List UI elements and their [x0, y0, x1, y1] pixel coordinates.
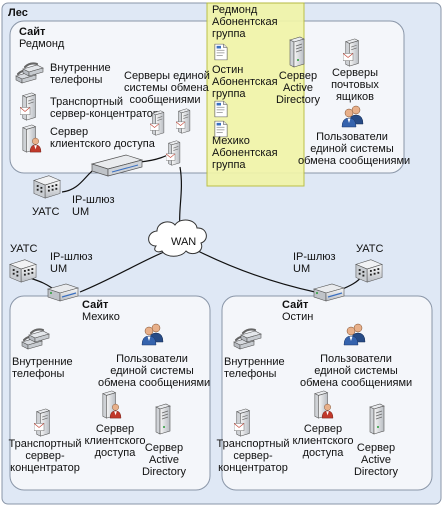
austin-ip-gateway-icon — [312, 281, 346, 303]
dial-plan-austin-doc-icon — [214, 100, 228, 118]
redmond-um-users-label: Пользователи единой системы обмена сообщ… — [298, 131, 411, 167]
redmond-transport-server-icon — [20, 92, 40, 121]
mexico-site-title: Сайт — [82, 299, 109, 311]
redmond-transport-server-label: Транспортный сервер-концентратор — [50, 96, 160, 120]
redmond-switch — [90, 154, 144, 177]
austin-site-title: Сайт — [282, 299, 309, 311]
dial-plan-austin-label: Остин Абонентская группа — [212, 64, 278, 100]
redmond-um-server-2-icon — [176, 106, 194, 136]
redmond-mailbox-servers-label: Серверы почтовых ящиков — [331, 67, 379, 103]
mexico-client-access-server-label: Сервер клиентского доступа — [84, 423, 146, 459]
mexico-ad-server-icon — [152, 403, 172, 435]
link-wan-mexico — [79, 251, 165, 293]
austin-pbx-icon — [354, 256, 384, 284]
mexico-phones-icon — [20, 326, 50, 352]
mexico-ip-gateway-icon — [46, 281, 80, 303]
mexico-pbx-label: УАТС — [10, 243, 38, 255]
austin-site-name: Остин — [282, 311, 314, 323]
link-mexico-pbx-gateway — [29, 277, 53, 289]
redmond-um-server-1-icon — [150, 108, 168, 138]
redmond-pbx-icon — [32, 172, 62, 200]
redmond-ip-gateway-label: IP-шлюз UM — [72, 194, 115, 218]
mexico-client-access-server-icon — [100, 390, 122, 419]
forest-title: Лес — [8, 7, 28, 19]
redmond-mailbox-server-icon — [343, 38, 363, 67]
mexico-ip-gateway-label: IP-шлюз UM — [50, 251, 93, 275]
mexico-internal-phones-label: Внутренние телефоны — [12, 356, 73, 380]
redmond-um-server-3-icon — [166, 138, 184, 168]
redmond-internal-phones-label: Внутренние телефоны — [50, 62, 111, 86]
mexico-transport-server-icon — [34, 408, 54, 437]
redmond-ad-server-icon — [286, 36, 306, 68]
austin-um-users-icon — [342, 322, 368, 346]
dial-plan-mexico-label: Мехико Абонентская группа — [212, 135, 278, 171]
austin-client-access-server-icon — [312, 390, 334, 419]
austin-transport-server-label: Транспортный сервер- концентратор — [216, 438, 290, 474]
mexico-site-name: Мехико — [82, 311, 120, 323]
redmond-phones-icon — [14, 60, 44, 86]
redmond-client-access-server-icon — [20, 124, 42, 153]
austin-transport-server-icon — [234, 408, 254, 437]
austin-um-users-label: Пользователи единой системы обмена сообщ… — [300, 353, 413, 389]
redmond-site-name: Редмонд — [19, 38, 65, 50]
wan-cloud — [148, 219, 207, 257]
mexico-ad-server-label: Сервер Active Directory — [141, 442, 186, 478]
dial-plan-redmond-doc-icon — [214, 43, 228, 61]
wan-label: WAN — [171, 236, 197, 248]
austin-pbx-label: УАТС — [356, 243, 384, 255]
austin-ip-gateway-label: IP-шлюз UM — [293, 251, 336, 275]
redmond-pbx-label: УАТС — [32, 206, 60, 218]
redmond-site-title: Сайт — [19, 26, 46, 38]
link-wan-austin — [195, 249, 316, 293]
mexico-transport-server-label: Транспортный сервер- концентратор — [8, 438, 82, 474]
austin-ad-server-icon — [366, 403, 386, 435]
dial-plan-redmond-label: Редмонд Абонентская группа — [212, 4, 278, 40]
mexico-pbx-icon — [8, 256, 38, 284]
redmond-client-access-server-label: Сервер клиентского доступа — [50, 126, 155, 150]
dial-plan-highlight — [206, 2, 305, 187]
austin-phones-icon — [232, 326, 262, 352]
redmond-um-users-icon — [340, 104, 366, 128]
austin-ad-server-label: Сервер Active Directory — [353, 442, 398, 478]
austin-client-access-server-label: Сервер клиентского доступа — [292, 423, 354, 459]
redmond-um-servers-label: Серверы единой системы обмена сообщениям… — [124, 70, 210, 106]
mexico-um-users-icon — [140, 322, 166, 346]
austin-internal-phones-label: Внутренние телефоны — [224, 356, 285, 380]
redmond-ad-server-label: Сервер Active Directory — [275, 70, 320, 106]
mexico-um-users-label: Пользователи единой системы обмена сообщ… — [98, 353, 211, 389]
